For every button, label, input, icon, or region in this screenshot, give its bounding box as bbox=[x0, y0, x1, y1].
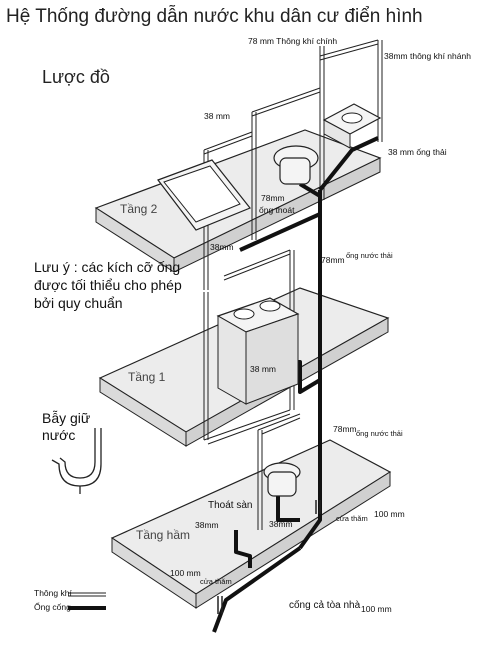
toilet-basement bbox=[263, 462, 301, 497]
waste-78-l1-label: 78mm bbox=[333, 424, 357, 434]
waste-78-l2-label: 78mm bbox=[321, 255, 345, 265]
pipe-100-bottom-label: 100 mm bbox=[361, 604, 392, 614]
waste-pipe-l1-label: ống nước thải bbox=[356, 429, 403, 438]
laundry-tub-floor1 bbox=[216, 297, 300, 405]
branch-vent-label: 38mm thông khí nhánh bbox=[384, 51, 471, 61]
pipe-100-left-label: 100 mm bbox=[170, 568, 201, 578]
pipe-38-l1-label: 38 mm bbox=[250, 364, 276, 374]
drain-pipe-l2-label: ống thoát bbox=[259, 205, 295, 215]
basement-label: Tầng hầm bbox=[136, 528, 191, 542]
diagram-subtitle: Lược đồ bbox=[42, 67, 110, 87]
floor1-label: Tầng 1 bbox=[128, 370, 166, 384]
diagram-title: Hệ Thống đường dẫn nước khu dân cư điển … bbox=[6, 6, 423, 27]
toilet-floor2 bbox=[273, 145, 319, 185]
p-trap-illustration bbox=[51, 428, 102, 494]
pipe-38-b-left-label: 38mm bbox=[195, 520, 219, 530]
building-sewer-label: cống cả tòa nhà bbox=[289, 600, 361, 611]
pipe-38-b-mid-label: 38mm bbox=[269, 519, 293, 529]
waste-38-label: 38 mm ống thải bbox=[388, 147, 447, 157]
bathtub bbox=[157, 159, 251, 231]
legend-vent-label: Thông khí bbox=[34, 588, 72, 598]
main-vent-label: 78 mm Thông khí chính bbox=[248, 36, 338, 46]
cleanout-posts bbox=[217, 500, 321, 614]
floor2-label: Tầng 2 bbox=[120, 202, 158, 216]
pipe-38-l2-label: 38mm bbox=[210, 242, 234, 252]
floor-drain-label: Thoát sàn bbox=[208, 500, 253, 511]
pipe-100-right-label: 100 mm bbox=[374, 509, 405, 519]
cleanout-left-label: cửa thăm bbox=[200, 577, 232, 586]
trap-label: Bẫy giữ nước bbox=[42, 410, 91, 443]
cleanout-right-label: cửa thăm bbox=[336, 514, 368, 523]
vent-38-top-label: 38 mm bbox=[204, 111, 230, 121]
size-note: Lưu ý : các kích cỡ ống được tối thiểu c… bbox=[34, 259, 182, 312]
legend-lines bbox=[68, 592, 106, 610]
sink-floor2 bbox=[322, 103, 382, 149]
legend-sewer-label: Ống cống bbox=[34, 602, 71, 612]
drain-78-l2-label: 78mm bbox=[261, 193, 285, 203]
sewer-pipes bbox=[212, 136, 379, 633]
waste-pipe-l2-label: ống nước thải bbox=[346, 251, 393, 260]
